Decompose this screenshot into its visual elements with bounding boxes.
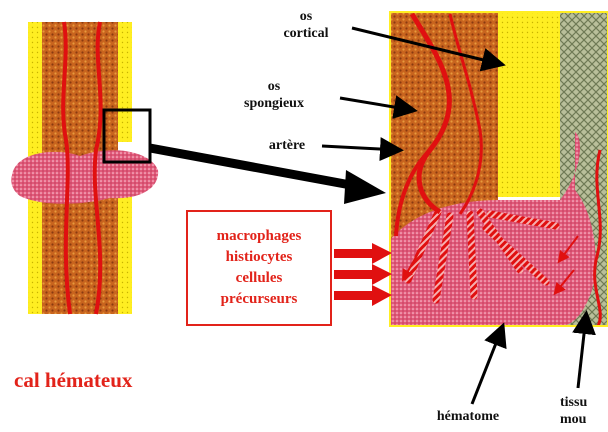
left-hematoma: [11, 150, 158, 203]
left-cortex-right: [118, 22, 132, 142]
left-cortex-left-lower: [28, 196, 42, 314]
label-os-spongieux: os spongieux: [226, 78, 322, 112]
label-os-cortical-line1: os: [268, 8, 344, 25]
label-tissu-mou-line2: mou: [560, 411, 608, 428]
label-tissu-mou: tissu mou: [560, 394, 608, 428]
cell-type-4: précurseurs: [221, 289, 298, 310]
magnified-view: [390, 12, 608, 326]
zoom-arrow: [150, 148, 386, 204]
label-artere: artère: [254, 137, 320, 154]
left-cortex-left: [28, 22, 42, 162]
cortical-bone: [498, 12, 560, 197]
cell-arrows: [334, 243, 392, 306]
label-hematome: hématome: [420, 408, 516, 425]
arrow-artere: [322, 146, 398, 150]
label-artere-text: artère: [254, 137, 320, 154]
label-os-cortical: os cortical: [268, 8, 344, 42]
label-os-spongieux-line2: spongieux: [226, 95, 322, 112]
left-cortex-right-lower: [118, 196, 132, 314]
cell-type-3: cellules: [236, 268, 283, 289]
title-cal-hemateux: cal hémateux: [14, 368, 132, 393]
arrow-hematome: [472, 328, 502, 404]
label-os-spongieux-line1: os: [226, 78, 322, 95]
cell-type-1: macrophages: [217, 226, 302, 247]
cell-types-box: macrophages histiocytes cellules précurs…: [186, 210, 332, 326]
label-os-cortical-line2: cortical: [268, 25, 344, 42]
label-hematome-text: hématome: [420, 408, 516, 425]
bone-overview: [11, 22, 158, 314]
label-tissu-mou-line1: tissu: [560, 394, 608, 411]
cell-type-2: histiocytes: [226, 247, 293, 268]
